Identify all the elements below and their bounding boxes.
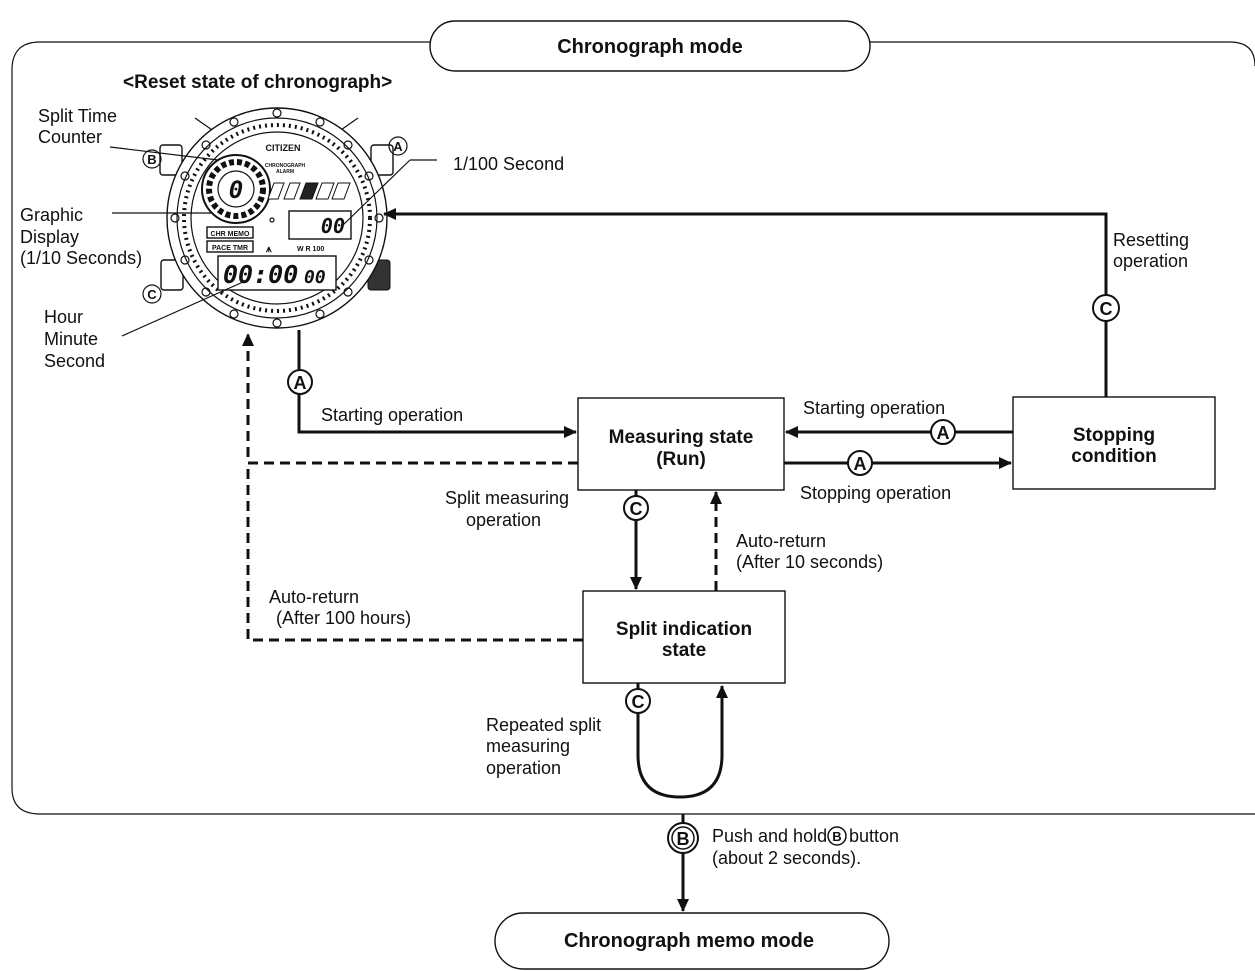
leader-hundredth (341, 159, 411, 227)
label-second: Second (44, 351, 105, 371)
label-split-measuring-1: Split measuring (445, 488, 569, 508)
main-time-sub-digits: 00 (304, 267, 326, 288)
svg-text:A: A (937, 423, 950, 443)
label-push-hold-1: Push and hold (712, 826, 827, 846)
auto-return-100-arrow (246, 463, 583, 642)
chr-memo-tag (206, 226, 254, 239)
label-graphic: Graphic (20, 205, 83, 225)
watch-brand: CITIZEN (266, 143, 301, 153)
stopping-state-line1: Stopping (1073, 425, 1155, 446)
hundredth-display (288, 210, 352, 240)
label-push-hold-button: button (849, 826, 899, 846)
label-hour: Hour (44, 307, 83, 327)
split-counter-digit: 0 (229, 176, 243, 204)
watch-button-c-letter: C (147, 287, 157, 302)
button-b-memo-marker: B (667, 822, 699, 854)
label-resetting-2: operation (1113, 251, 1188, 271)
measuring-state-box: Measuring state (Run) (577, 397, 785, 491)
label-auto-return-10-2: (After 10 seconds) (736, 552, 883, 572)
label-counter: Counter (38, 127, 102, 147)
graphic-mode-tags (267, 182, 351, 200)
svg-text:A: A (854, 454, 867, 474)
pace-tmr-label: PACE TMR (212, 245, 248, 252)
measuring-state-line2: (Run) (656, 449, 706, 470)
button-a-start-marker: A (287, 369, 313, 395)
svg-text:A: A (294, 373, 307, 393)
svg-text:B: B (832, 829, 841, 844)
button-a-stop-marker: A (847, 450, 873, 476)
watch-model-line1: CHRONOGRAPH (265, 163, 306, 169)
button-c-split-marker: C (623, 495, 649, 521)
watch-button-a-letter: A (393, 139, 403, 154)
leader-hms (121, 281, 244, 337)
main-time-digits: 00:00 (223, 260, 298, 289)
mode-title-pill: Chronograph mode (429, 20, 871, 72)
split-indication-box: Split indication state (582, 590, 786, 684)
starting-arrow (297, 330, 577, 438)
watch-button-b-letter: B (147, 152, 156, 167)
svg-text:C: C (630, 499, 643, 519)
label-tenth-seconds: (1/10 Seconds) (20, 248, 142, 268)
svg-text:C: C (632, 692, 645, 712)
button-a-restart-marker: A (930, 419, 956, 445)
mode-title: Chronograph mode (557, 36, 743, 58)
watch-button-b (159, 144, 183, 176)
resetting-arrow (383, 208, 1108, 397)
split-to-watch-arrow (242, 333, 578, 465)
split-state-line1: Split indication (616, 619, 752, 640)
label-repeated-3: operation (486, 758, 561, 778)
chr-memo-label: CHR MEMO (211, 231, 250, 238)
svg-text:C: C (1100, 299, 1113, 319)
label-auto-return-100-1: Auto-return (269, 587, 359, 607)
label-auto-return-100-2: (After 100 hours) (276, 608, 411, 628)
label-stopping-operation: Stopping operation (800, 483, 951, 503)
memo-mode-pill: Chronograph memo mode (494, 912, 890, 970)
label-starting-operation-2: Starting operation (803, 398, 945, 418)
split-time-counter-dial: 0 (201, 154, 271, 224)
hundredth-digits: 00 (321, 214, 345, 238)
stopping-state-line2: condition (1071, 446, 1156, 467)
pace-tmr-tag (206, 240, 254, 253)
label-split-measuring-2: operation (466, 510, 541, 530)
label-resetting-1: Resetting (1113, 230, 1189, 250)
repeated-split-loop (636, 683, 728, 799)
stopping-condition-box: Stopping condition (1012, 396, 1216, 490)
water-resist-label: W R 100 (297, 246, 324, 253)
measuring-state-line1: Measuring state (609, 427, 754, 448)
label-push-hold-2: (about 2 seconds). (712, 848, 861, 868)
citizen-logo-icon: ⩚ (265, 244, 272, 255)
split-state-line2: state (662, 640, 706, 661)
label-repeated-1: Repeated split (486, 715, 601, 735)
button-c-reset-marker: C (1092, 294, 1120, 322)
svg-text:B: B (677, 829, 690, 849)
label-display: Display (20, 227, 79, 247)
leader-split-counter (109, 146, 219, 161)
button-c-repeat-marker: C (625, 688, 651, 714)
label-repeated-2: measuring (486, 736, 570, 756)
label-hundredth: 1/100 Second (453, 154, 564, 174)
label-split-time: Split Time (38, 106, 117, 126)
memo-mode-title: Chronograph memo mode (564, 930, 814, 952)
label-minute: Minute (44, 329, 98, 349)
label-starting-operation: Starting operation (321, 405, 463, 425)
push-hold-b-icon: B (827, 826, 847, 846)
reset-heading: <Reset state of chronograph> (123, 72, 392, 93)
label-auto-return-10-1: Auto-return (736, 531, 826, 551)
watch-model-line2: ALARM (276, 169, 294, 175)
watch-illustration: CITIZEN CHRONOGRAPH ALARM 0 00 CHR MEMO … (142, 107, 408, 329)
